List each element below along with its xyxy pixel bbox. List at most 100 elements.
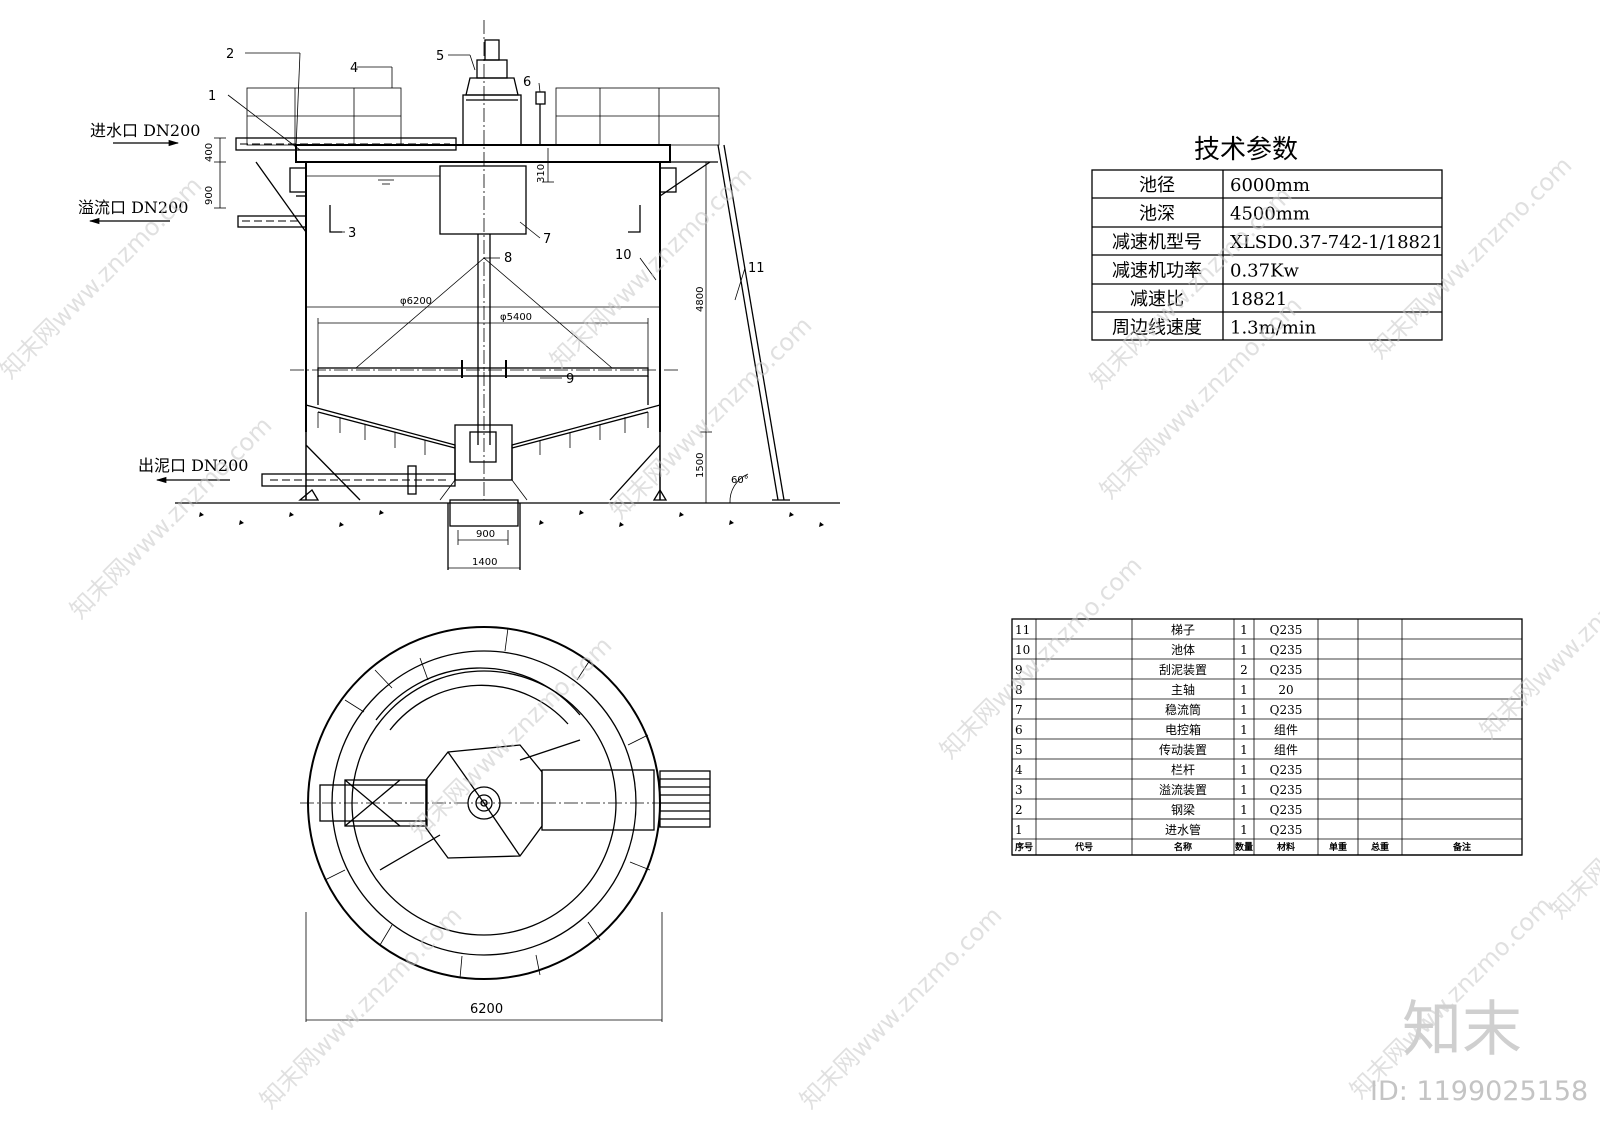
callout-leaders — [227, 52, 746, 379]
tech-param-value: 18821 — [1230, 289, 1287, 310]
plan-ladder — [659, 770, 711, 828]
dim-5400-dia: φ5400 — [500, 312, 532, 323]
bom-qty: 1 — [1240, 783, 1248, 797]
tech-param-name: 周边线速度 — [1112, 318, 1202, 339]
bom-material: Q235 — [1270, 763, 1303, 777]
bom-no: 1 — [1015, 823, 1023, 837]
bom-name: 主轴 — [1171, 682, 1195, 697]
tech-param-value: 1.3m/min — [1230, 318, 1317, 339]
tech-param-name: 减速机型号 — [1112, 232, 1202, 253]
bom-material: Q235 — [1270, 783, 1303, 797]
angle-60: 60° — [731, 475, 749, 486]
bom-material: Q235 — [1270, 803, 1303, 817]
inlet-label: 进水口 DN200 — [90, 121, 200, 140]
bom-name: 溢流装置 — [1159, 783, 1207, 797]
bom-no: 4 — [1015, 763, 1023, 777]
dim-900: 900 — [204, 186, 215, 205]
tech-param-name: 减速比 — [1130, 289, 1184, 310]
bom-no: 2 — [1015, 803, 1023, 817]
bom-name: 梯子 — [1171, 623, 1195, 637]
bom-material: Q235 — [1270, 703, 1303, 717]
scraper-tie-rods — [355, 257, 613, 369]
dim-1400: 1400 — [472, 557, 497, 568]
bom-header-cell: 备注 — [1452, 841, 1471, 853]
callout-8: 8 — [504, 251, 512, 266]
elevation-view: 进水口 DN200 溢流口 DN200 出泥口 DN200 400 900 31… — [78, 20, 840, 570]
bom-material: Q235 — [1270, 643, 1303, 657]
railing-right — [555, 87, 720, 146]
overflow-weir — [329, 205, 641, 233]
bom-material: Q235 — [1270, 623, 1303, 637]
dimension-lines — [214, 137, 749, 569]
dim-6200-dia: φ6200 — [400, 296, 432, 307]
tank-body — [255, 161, 718, 501]
bom-material: 组件 — [1274, 723, 1298, 737]
drive-unit — [462, 39, 522, 146]
watermark-text: 知末网www.znzmo.com — [934, 551, 1147, 764]
bom-qty: 1 — [1240, 823, 1248, 837]
steel-beam — [295, 144, 671, 163]
bom-qty: 1 — [1240, 643, 1248, 657]
dim-4800: 4800 — [695, 287, 706, 312]
callout-2: 2 — [226, 47, 234, 62]
bom-qty: 1 — [1240, 803, 1248, 817]
tech-param-name: 池径 — [1139, 175, 1175, 196]
bom-qty: 1 — [1240, 683, 1248, 697]
bom-qty: 1 — [1240, 763, 1248, 777]
callout-7: 7 — [543, 232, 551, 247]
dim-400: 400 — [204, 143, 215, 162]
callout-9: 9 — [566, 372, 574, 387]
bom-name: 稳流筒 — [1165, 702, 1201, 717]
asset-id: ID: 1199025158 — [1370, 1076, 1588, 1107]
dim-310: 310 — [536, 164, 547, 183]
bom-header-cell: 数量 — [1235, 841, 1253, 853]
watermark-text: 知末网www.znzmo.com — [254, 901, 467, 1114]
bom-header-cell: 单重 — [1329, 841, 1347, 853]
tech-param-value: 0.37Kw — [1230, 261, 1300, 282]
bom-qty: 1 — [1240, 743, 1248, 757]
callout-5: 5 — [436, 49, 444, 64]
bom-no: 11 — [1015, 623, 1030, 637]
callout-4: 4 — [350, 61, 358, 76]
ladder — [717, 144, 790, 501]
bom-qty: 1 — [1240, 723, 1248, 737]
callout-3: 3 — [348, 226, 356, 241]
bom-no: 8 — [1015, 683, 1023, 697]
bom-material: Q235 — [1270, 663, 1303, 677]
bom-name: 刮泥装置 — [1159, 663, 1207, 677]
bom-no: 3 — [1015, 783, 1023, 797]
bom-header-cell: 总重 — [1371, 841, 1389, 853]
main-shaft — [477, 20, 491, 500]
bom-header-cell: 代号 — [1074, 841, 1093, 853]
tech-params-title: 技术参数 — [1194, 135, 1298, 165]
callout-1: 1 — [208, 89, 216, 104]
callout-6: 6 — [523, 75, 531, 90]
ground — [175, 502, 840, 570]
dim-1500: 1500 — [695, 453, 706, 478]
bom-name: 进水管 — [1165, 822, 1201, 837]
scraper-arm — [290, 360, 680, 405]
bom-qty: 2 — [1240, 663, 1248, 677]
watermark-text: 知末网www.znzmo.com — [404, 631, 617, 844]
stilling-well — [439, 165, 527, 235]
bom-name: 钢梁 — [1171, 802, 1195, 817]
callout-10: 10 — [615, 248, 632, 263]
bom-no: 9 — [1015, 663, 1023, 677]
bom-name: 电控箱 — [1165, 722, 1201, 737]
sludge-pipe — [261, 465, 456, 495]
sludge-well — [439, 424, 528, 527]
bom-header-cell: 材料 — [1276, 841, 1295, 853]
tech-param-value: 6000mm — [1230, 175, 1310, 196]
bom-qty: 1 — [1240, 623, 1248, 637]
bom-material: 20 — [1278, 683, 1293, 697]
dim-900b: 900 — [476, 529, 495, 540]
watermarks: 知末网www.znzmo.com 知末网www.znzmo.com 知末网www.z… — [0, 151, 1600, 1114]
watermark-text: 知末网www.znzmo.com — [1474, 531, 1600, 744]
bom-header-cell: 名称 — [1174, 841, 1192, 853]
tech-param-name: 池深 — [1139, 204, 1175, 225]
sludge-outlet-label: 出泥口 DN200 — [138, 456, 248, 475]
watermark-text: 知末网www.znzmo.com — [604, 311, 817, 524]
overflow-label: 溢流口 DN200 — [78, 198, 188, 217]
